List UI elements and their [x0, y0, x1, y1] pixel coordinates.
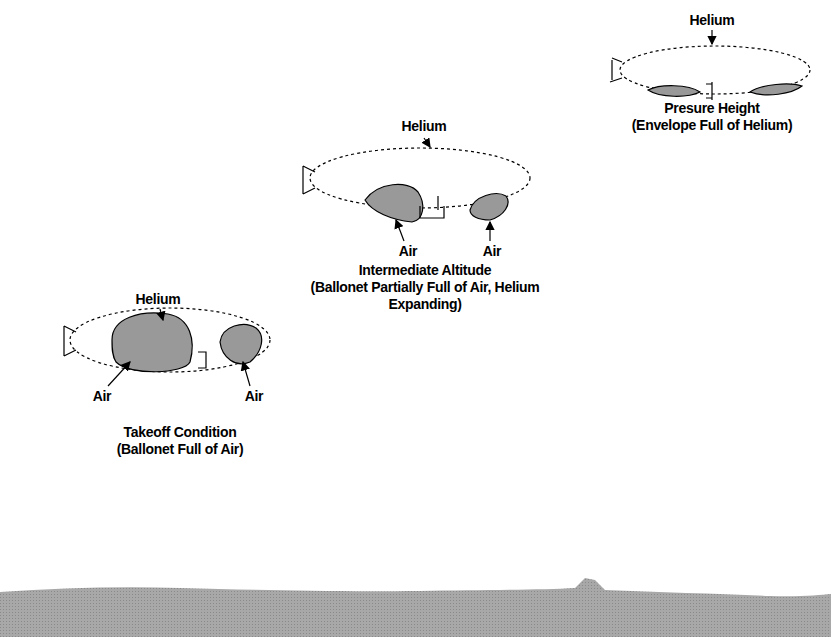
stage-note: (Ballonet Full of Air)	[117, 441, 244, 458]
leader-line	[243, 362, 250, 386]
leader-line	[396, 220, 404, 241]
airship-pressure-height	[610, 46, 810, 100]
leader-line	[108, 362, 130, 386]
stage-note: (Ballonet Partially Full of Air, Helium …	[300, 279, 550, 313]
leader-line	[711, 30, 712, 44]
stage-title: Takeoff Condition	[124, 424, 237, 441]
leader-line	[424, 138, 430, 147]
air-label: Air	[399, 243, 418, 260]
leader-line	[160, 309, 163, 320]
stage-title: Presure Height	[664, 100, 759, 117]
airship-takeoff	[64, 308, 270, 372]
gas-label: Helium	[402, 118, 447, 135]
stage-note: (Envelope Full of Helium)	[632, 117, 793, 134]
gas-label: Helium	[690, 12, 735, 29]
gas-label: Helium	[136, 291, 181, 308]
air-label: Air	[245, 388, 264, 405]
airship-intermediate	[303, 148, 530, 222]
stage-title: Intermediate Altitude	[359, 262, 491, 279]
leader-line	[489, 222, 490, 241]
ground	[0, 578, 831, 637]
air-label: Air	[93, 388, 112, 405]
air-label: Air	[483, 243, 502, 260]
